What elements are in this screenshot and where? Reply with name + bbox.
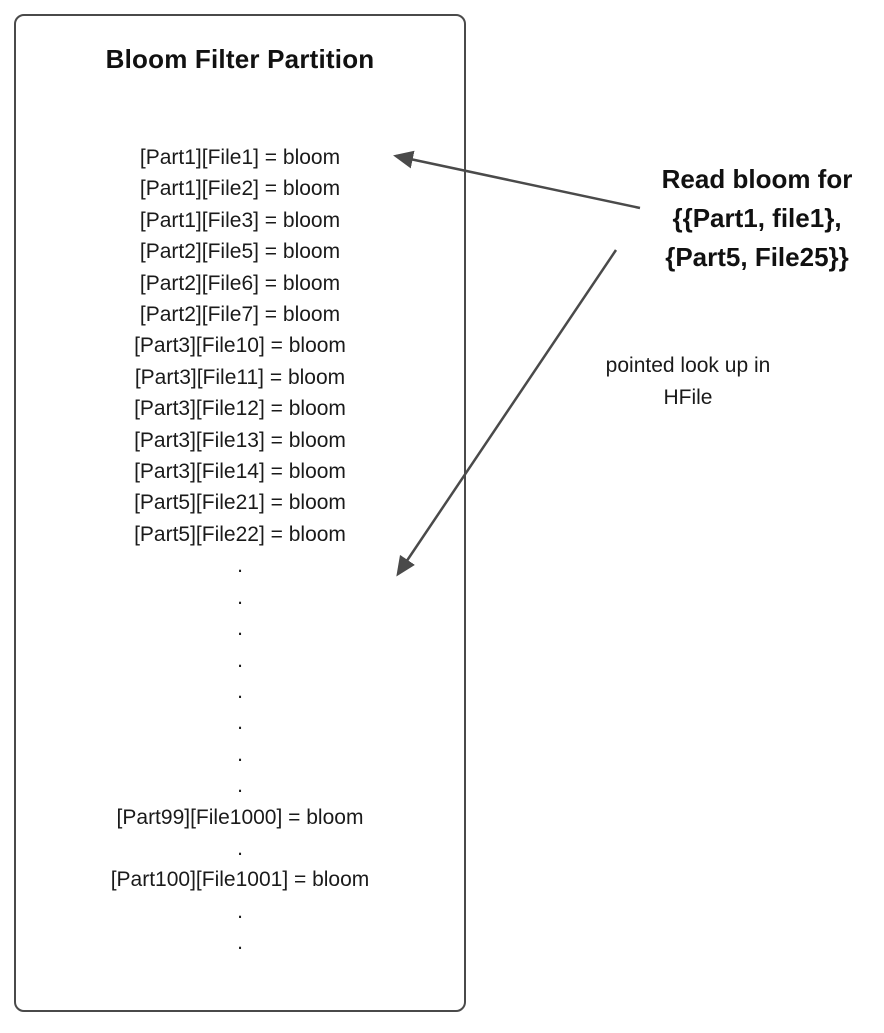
bloom-entry-list: [Part1][File1] = bloom [Part1][File2] = b… [16, 142, 464, 959]
bloom-entry: [Part1][File1] = bloom [139, 146, 341, 169]
ellipsis-dot: . [237, 617, 243, 641]
read-bloom-annotation: Read bloom for {{Part1, file1}, {Part5, … [661, 164, 853, 272]
ellipsis-dot: . [237, 679, 243, 703]
bloom-entry: [Part3][File10] = bloom [134, 334, 346, 358]
bloom-entry: [Part5][File22] = bloom [134, 522, 346, 546]
pointed-lookup-annotation: pointed look up in HFile [605, 354, 771, 409]
bloom-filter-partition-box: Bloom Filter Partition [Part1][File1] = … [14, 14, 466, 1012]
bloom-entry: [Part3][File13] = bloom [134, 428, 346, 452]
ellipsis-dot: . [237, 836, 243, 860]
ellipsis-dot: . [237, 711, 243, 735]
ellipsis-dot: . [237, 554, 243, 578]
bloom-entry: [Part1][File3] = bloom [139, 208, 341, 232]
bloom-entry: [Part2][File5] = bloom [139, 240, 341, 264]
bloom-entry: [Part99][File1000] = bloom [116, 805, 364, 829]
bloom-entry: [Part2][File6] = bloom [139, 271, 341, 295]
bloom-entry: [Part2][File7] = bloom [139, 303, 341, 327]
ellipsis-dot: . [237, 585, 243, 609]
ellipsis-dot: . [237, 648, 243, 672]
bloom-entry: [Part3][File12] = bloom [134, 397, 346, 421]
ellipsis-dot: . [237, 931, 243, 955]
partition-box-title: Bloom Filter Partition [105, 44, 375, 74]
ellipsis-dot: . [237, 774, 243, 798]
bloom-entry: [Part3][File14] = bloom [134, 460, 346, 484]
bloom-entry: [Part1][File2] = bloom [139, 177, 341, 201]
bloom-entry: [Part3][File11] = bloom [134, 365, 346, 389]
ellipsis-dot: . [237, 899, 243, 923]
ellipsis-dot: . [237, 742, 243, 766]
bloom-entry: [Part5][File21] = bloom [134, 491, 346, 515]
bloom-entry: [Part100][File1001] = bloom [110, 868, 370, 892]
